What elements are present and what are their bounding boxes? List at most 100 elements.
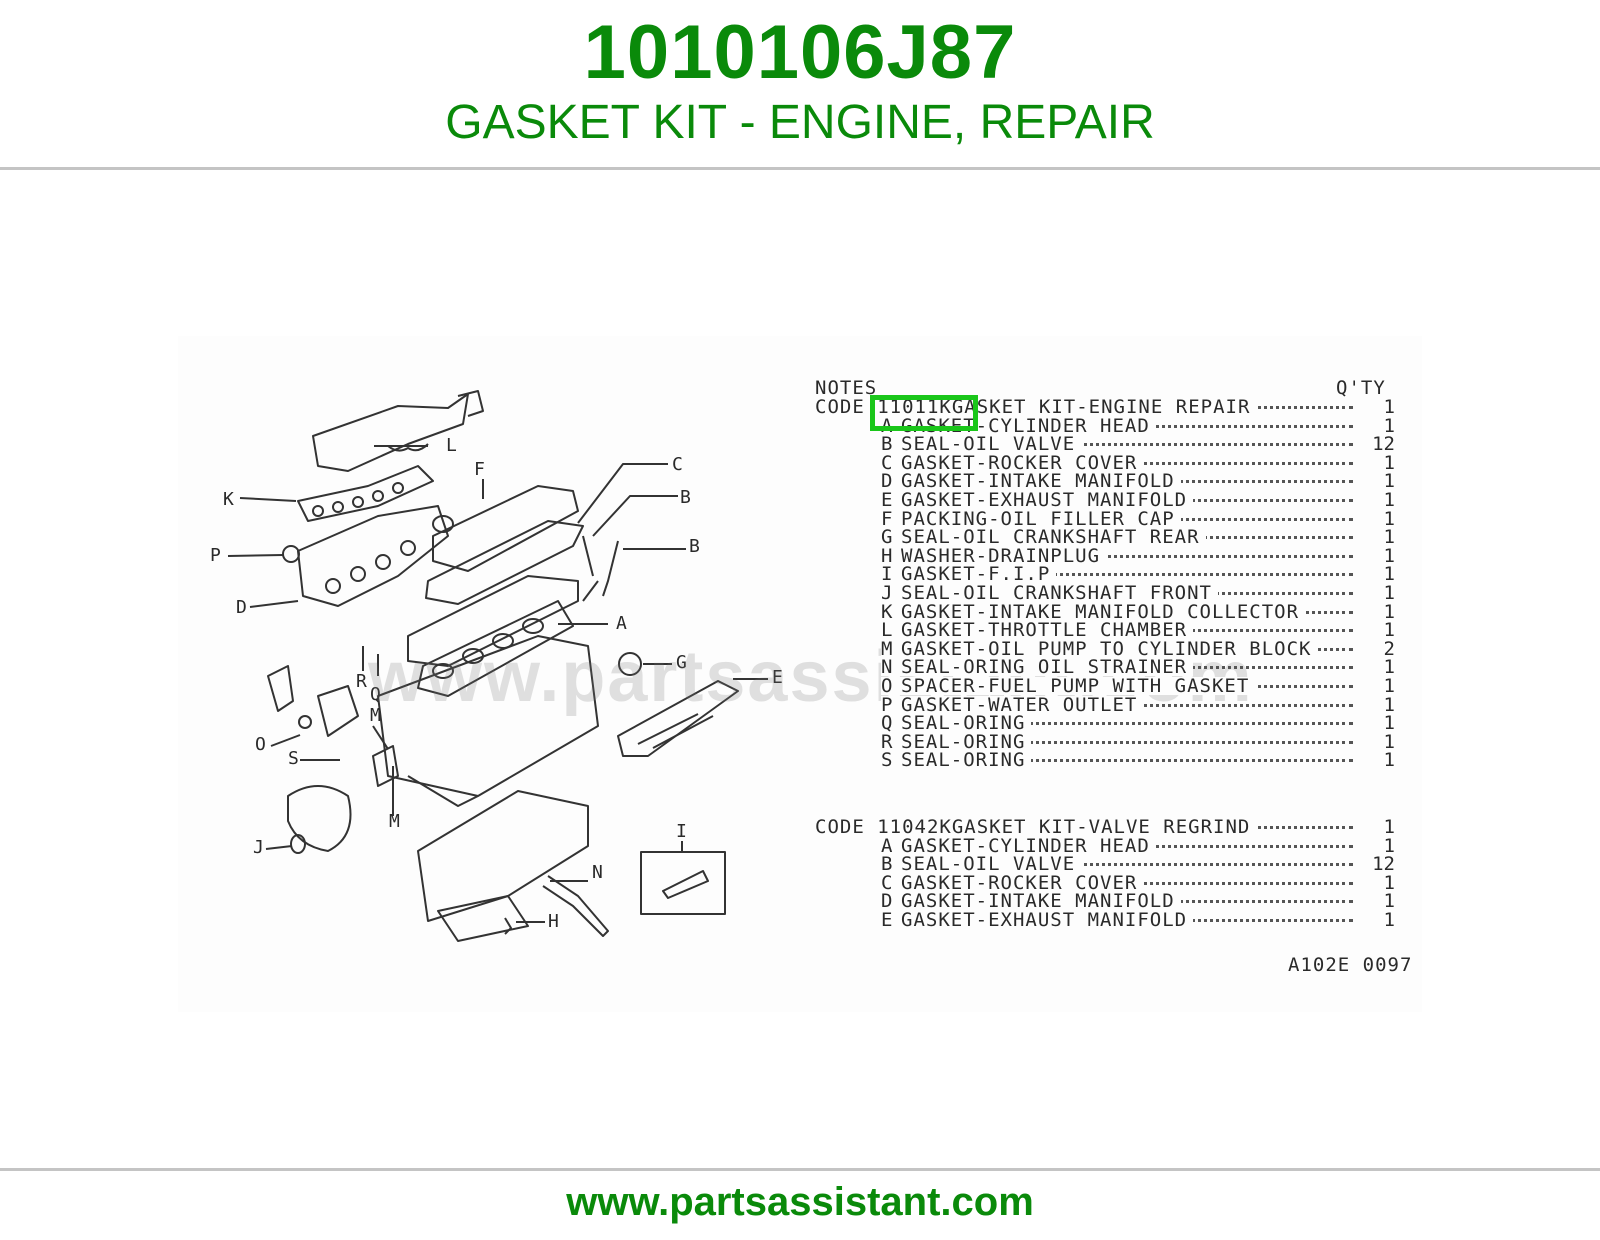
highlight-box	[870, 395, 978, 431]
part-name: SEAL-ORING	[901, 749, 1026, 772]
part-letter: D	[881, 470, 894, 493]
part-name: GASKET-THROTTLE CHAMBER	[901, 619, 1188, 642]
part-qty: 1	[1355, 732, 1395, 751]
part-qty: 12	[1355, 855, 1395, 874]
part-row: L GASKET-THROTTLE CHAMBER 1	[815, 621, 1395, 640]
part-name: SEAL-ORING	[901, 712, 1026, 735]
part-row: Q SEAL-ORING 1	[815, 714, 1395, 733]
footer-divider	[0, 1168, 1600, 1171]
part-number: 1010106J87	[583, 10, 1017, 95]
part-letter: C	[881, 871, 894, 894]
site-url-link[interactable]: www.partsassistant.com	[566, 1180, 1034, 1224]
callout-m-2: M	[389, 811, 400, 832]
part-letter: I	[881, 563, 894, 586]
kit-header: 11011KGASKET KIT-ENGINE REPAIR	[877, 396, 1251, 418]
part-letter: D	[881, 890, 894, 913]
part-qty: 1	[1355, 836, 1395, 855]
part-name: SEAL-OIL VALVE	[901, 853, 1076, 876]
callout-k: K	[223, 489, 234, 510]
part-letter: L	[881, 619, 894, 642]
part-letter: Q	[881, 712, 894, 735]
part-name: SEAL-OIL CRANKSHAFT FRONT	[901, 581, 1212, 604]
kit-header-text: CODE 11011KGASKET KIT-ENGINE REPAIR	[815, 396, 1257, 418]
part-letter: F	[881, 507, 894, 530]
part-qty: 12	[1355, 435, 1395, 454]
part-qty: 1	[1355, 528, 1395, 547]
part-letter: B	[881, 433, 894, 456]
exploded-engine-drawing	[227, 390, 768, 942]
part-qty: 1	[1355, 602, 1395, 621]
callout-m-1: M	[370, 705, 381, 726]
part-letter: H	[881, 544, 894, 567]
drawing-reference: A102E 0097	[1288, 954, 1413, 976]
qty-label: Q'TY	[1336, 377, 1386, 399]
callout-g: G	[676, 652, 687, 673]
part-name: GASKET-EXHAUST MANIFOLD	[901, 908, 1188, 931]
part-qty: 1	[1355, 910, 1395, 929]
part-letter: E	[881, 488, 894, 511]
part-letter: B	[881, 853, 894, 876]
callout-e: E	[772, 667, 783, 688]
part-letter: C	[881, 451, 894, 474]
part-qty: 1	[1355, 695, 1395, 714]
callout-q: Q	[370, 684, 381, 705]
part-qty: 1	[1355, 490, 1395, 509]
part-qty: 1	[1355, 621, 1395, 640]
part-qty: 1	[1355, 509, 1395, 528]
part-qty: 1	[1355, 546, 1395, 565]
callout-r: R	[356, 671, 367, 692]
callout-j: J	[253, 837, 264, 858]
part-letter: M	[881, 637, 894, 660]
part-letter: A	[881, 414, 894, 437]
part-name: GASKET-INTAKE MANIFOLD COLLECTOR	[901, 600, 1300, 623]
header-divider	[0, 167, 1600, 170]
part-qty: 1	[1355, 416, 1395, 435]
callout-o: O	[255, 734, 266, 755]
part-name: GASKET-F.I.P	[901, 563, 1051, 586]
part-name: SPACER-FUEL PUMP WITH GASKET	[901, 674, 1250, 697]
callout-i: I	[676, 821, 687, 842]
callout-n: N	[592, 862, 603, 883]
part-name: GASKET-EXHAUST MANIFOLD	[901, 488, 1188, 511]
part-name: GASKET-ROCKER COVER	[901, 451, 1138, 474]
part-name: PACKING-OIL FILLER CAP	[901, 507, 1175, 530]
callout-f: F	[474, 459, 485, 480]
callout-b-2: B	[689, 536, 700, 557]
kit-qty: 1	[1355, 818, 1395, 837]
part-name: GASKET-INTAKE MANIFOLD	[901, 890, 1175, 913]
part-qty: 1	[1355, 583, 1395, 602]
part-qty: 1	[1355, 658, 1395, 677]
page-header: 1010106J87 GASKET KIT - ENGINE, REPAIR	[0, 0, 1600, 170]
code-label: CODE	[815, 396, 865, 418]
part-name: SEAL-ORING	[901, 730, 1026, 753]
part-letter: S	[881, 749, 894, 772]
kit-header: CODE 11042KGASKET KIT-VALVE REGRIND	[815, 818, 1257, 837]
part-qty: 1	[1355, 472, 1395, 491]
part-name: SEAL-ORING OIL STRAINER	[901, 656, 1188, 679]
part-name: GASKET-WATER OUTLET	[901, 693, 1138, 716]
kit-header-row: CODE 11011KGASKET KIT-ENGINE REPAIR 1	[815, 398, 1395, 417]
callout-s: S	[288, 748, 299, 769]
kit-header-row: CODE 11042KGASKET KIT-VALVE REGRIND 1	[815, 818, 1395, 837]
callout-b-1: B	[680, 487, 691, 508]
parts-diagram: L F C B B K P D A G E R Q M O S M J I N …	[178, 336, 1422, 1012]
part-letter: K	[881, 600, 894, 623]
part-qty: 2	[1355, 639, 1395, 658]
part-letter: G	[881, 526, 894, 549]
part-name: GASKET-OIL PUMP TO CYLINDER BLOCK	[901, 637, 1312, 660]
part-qty: 1	[1355, 714, 1395, 733]
